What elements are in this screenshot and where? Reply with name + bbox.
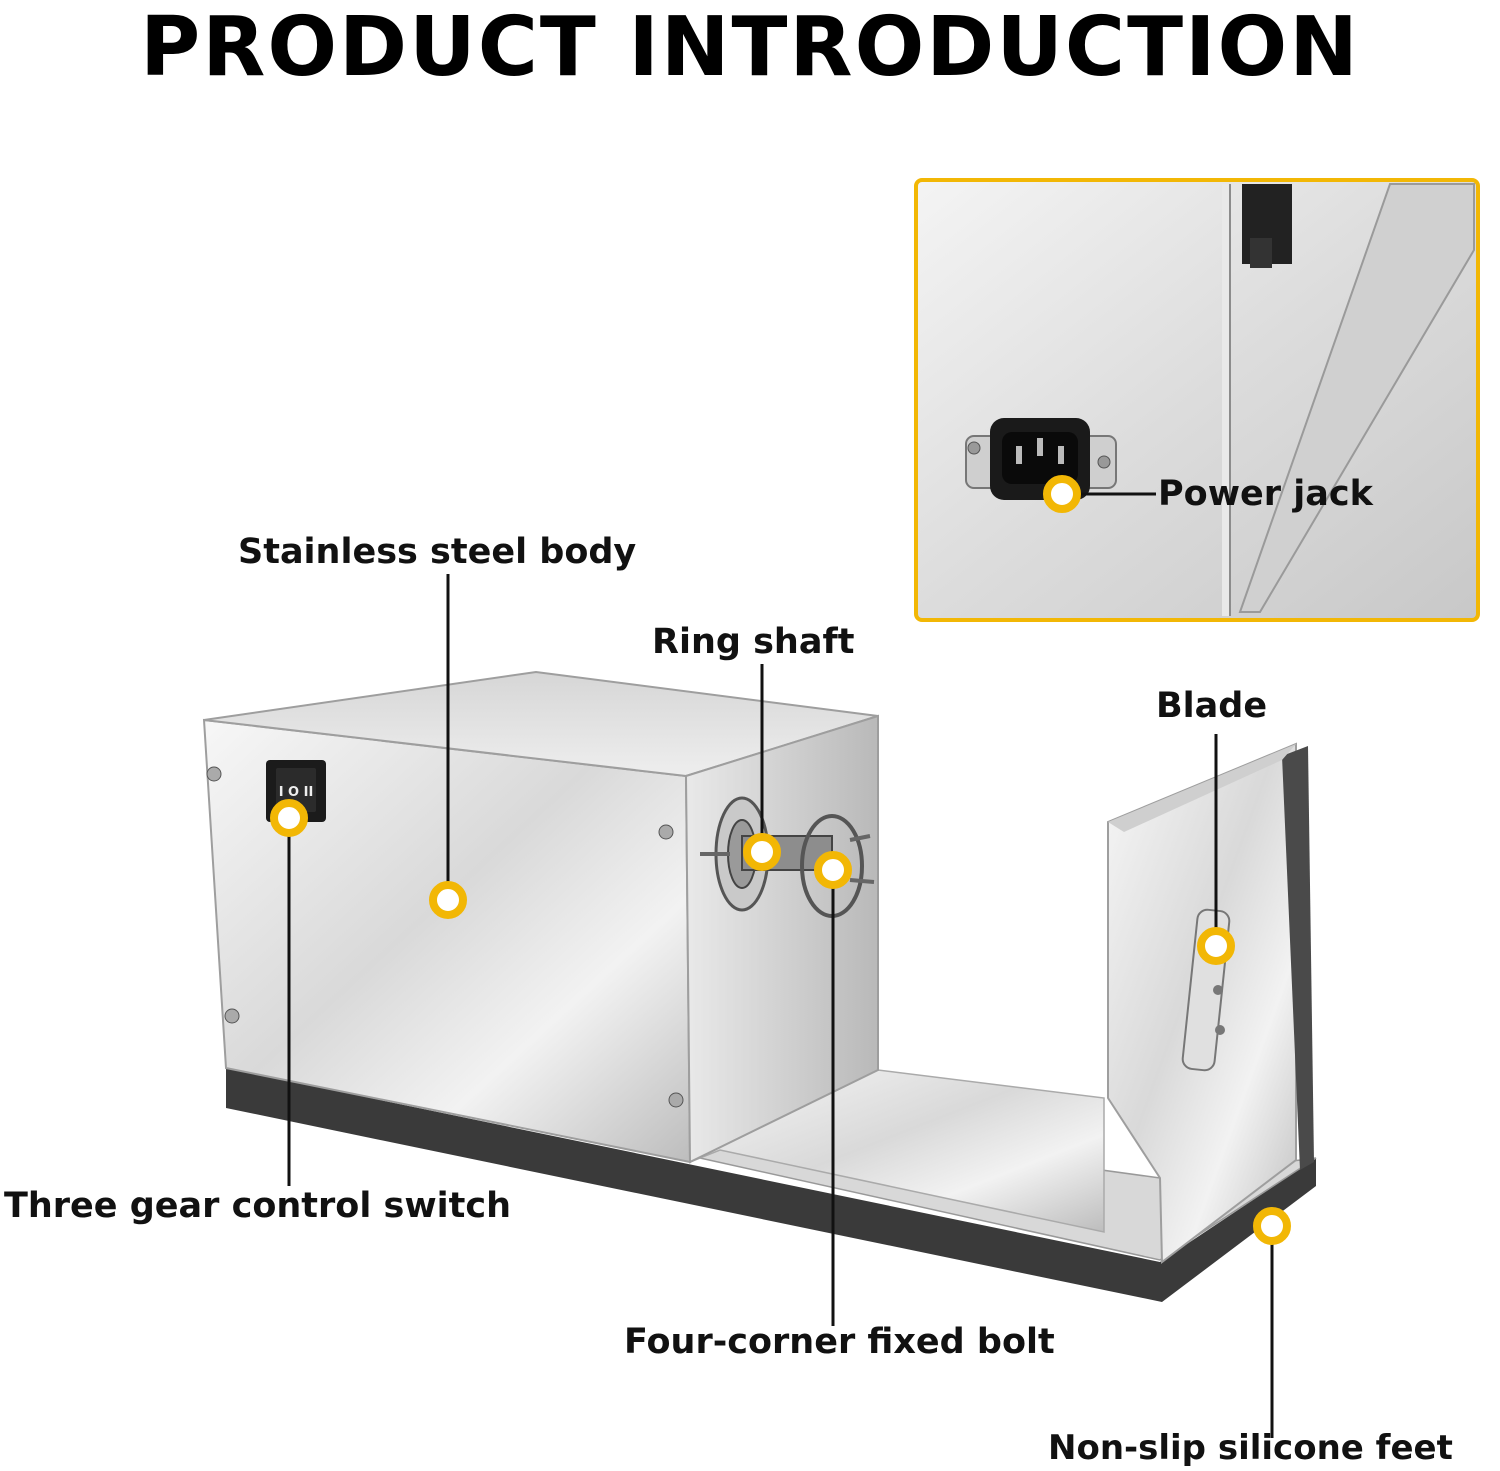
label-three-gear-control-switch: Three gear control switch: [4, 1186, 512, 1226]
leader-lines: [287, 492, 1274, 1438]
label-power-jack: Power jack: [1158, 474, 1373, 514]
marker-non-slip-silicone-feet: [1253, 1207, 1291, 1245]
label-four-corner-fixed-bolt: Four-corner fixed bolt: [624, 1322, 1055, 1362]
marker-three-gear-control-switch: [270, 799, 308, 837]
marker-ring-shaft: [743, 833, 781, 871]
marker-four-corner-fixed-bolt: [814, 851, 852, 889]
marker-power-jack: [1043, 475, 1081, 513]
label-ring-shaft: Ring shaft: [652, 622, 855, 662]
power-jack-socket: [965, 418, 1117, 500]
power-jack-inset: [914, 178, 1480, 622]
marker-stainless-steel-body: [429, 881, 467, 919]
marker-blade: [1197, 927, 1235, 965]
label-non-slip-silicone-feet: Non-slip silicone feet: [1048, 1428, 1453, 1468]
switch-symbols: I O II: [279, 785, 314, 800]
markers: [270, 475, 1291, 1245]
page-title: PRODUCT INTRODUCTION: [140, 0, 1360, 95]
label-blade: Blade: [1156, 686, 1268, 726]
machine-illustration: I O II: [202, 670, 1317, 1302]
label-stainless-steel-body: Stainless steel body: [238, 532, 637, 572]
